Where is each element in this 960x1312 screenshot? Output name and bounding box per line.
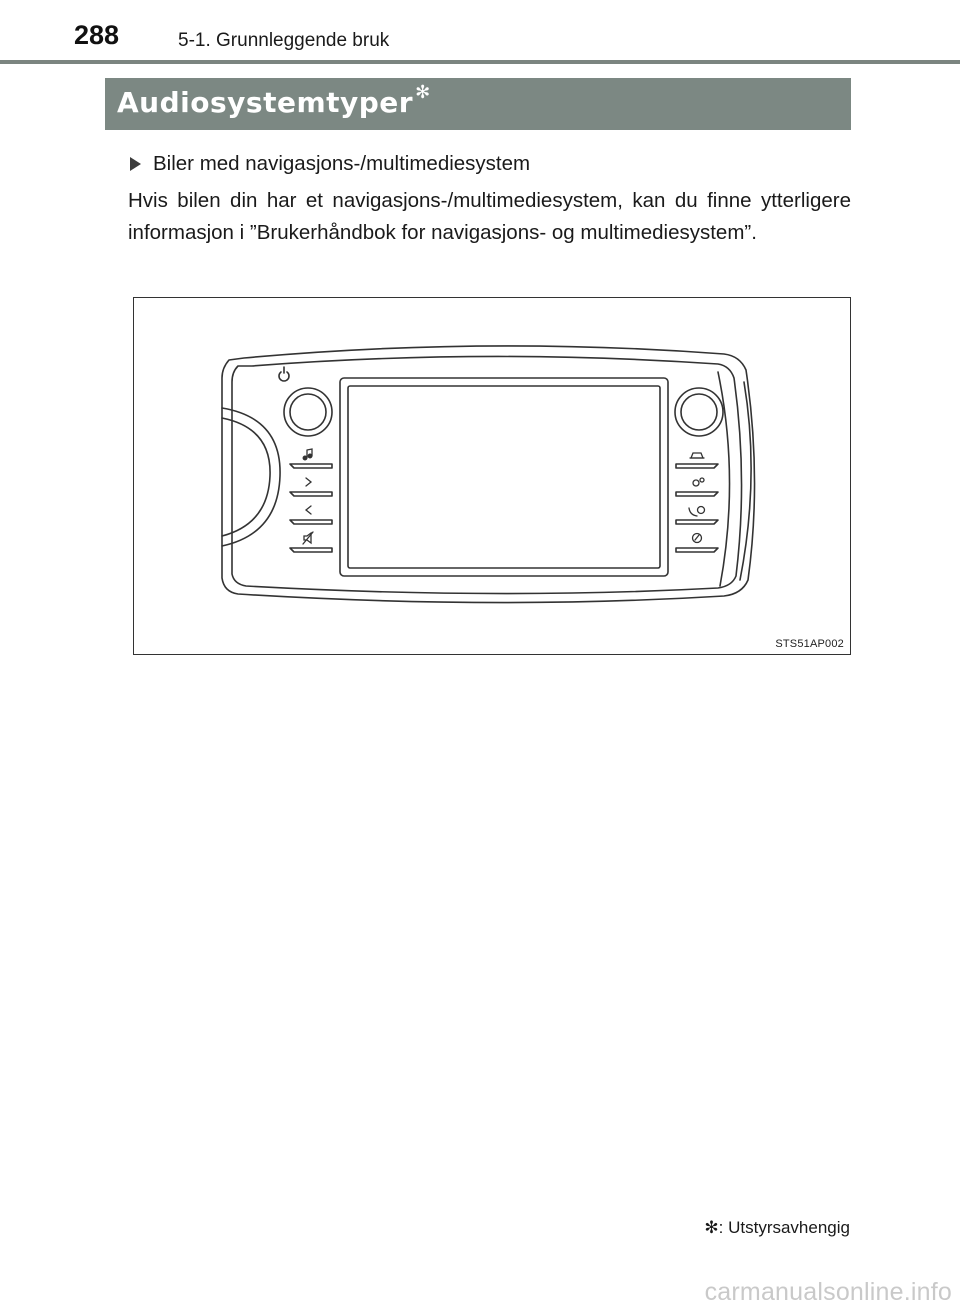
power-icon [278,366,290,382]
right-knob-inner [680,393,718,431]
right-edge-arc-2 [717,371,731,587]
right-button-3 [675,519,719,525]
unit-bezel-outer [221,345,756,604]
page-header: 288 5-1. Grunnleggende bruk [0,0,960,64]
right-button-1 [675,463,719,469]
left-knob-inner [289,393,327,431]
body-paragraph: Hvis bilen din har et navigasjons-/multi… [128,189,851,244]
bullet-heading-text: Biler med navigasjons-/multimediesystem [153,152,531,175]
phone-icon [688,505,706,517]
footnote: ✻: Utstyrsavhengig [704,1218,850,1237]
mute-icon [302,531,314,545]
navigation-icon [691,532,703,544]
settings-icon [692,477,705,487]
triangle-bullet-icon [130,157,141,171]
music-note-icon [302,448,313,461]
left-button-4 [289,547,333,553]
section-title: Audiosystemtyper✻ [117,82,431,119]
left-button-3 [289,519,333,525]
left-dial-arc-inner [221,417,271,537]
right-button-4 [675,547,719,553]
chevron-left-icon [304,505,312,515]
chevron-right-icon [305,477,313,487]
car-icon [689,452,705,459]
unit-bezel-inner [231,355,743,595]
left-dial-arc [221,407,281,547]
bullet-heading: Biler med navigasjons-/multimediesystem [130,152,530,176]
figure-code: STS51AP002 [775,638,844,650]
section-reference: 5-1. Grunnleggende bruk [178,30,390,51]
left-knob-outer [283,387,333,437]
screen-display [347,385,661,569]
section-title-text: Audiosystemtyper [117,86,414,119]
page-number: 288 [74,20,120,50]
right-button-2 [675,491,719,497]
title-footnote-marker: ✻ [415,82,431,103]
right-edge-arc [739,381,752,581]
section-title-bar: Audiosystemtyper✻ [105,78,851,130]
audio-unit-figure: STS51AP002 [133,297,851,655]
right-knob-outer [674,387,724,437]
header-rule [0,60,960,64]
watermark: carmanualsonline.info [704,1278,952,1306]
left-button-2 [289,491,333,497]
left-button-1 [289,463,333,469]
screen-frame [339,377,669,577]
audio-unit-illustration [221,345,756,604]
